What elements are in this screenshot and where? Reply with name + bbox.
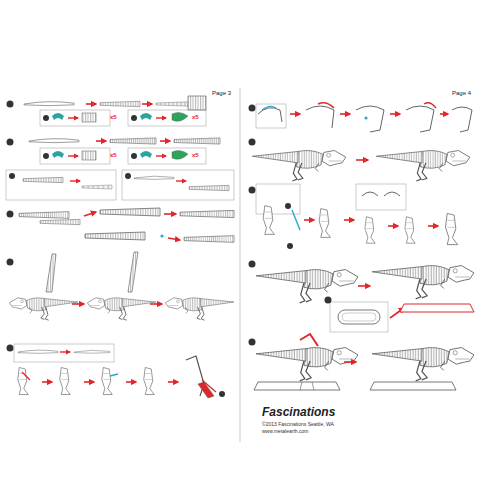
- quantity-mark: x5: [110, 114, 117, 121]
- quantity-mark: x5: [192, 114, 199, 121]
- brand-logo: Fascinations: [262, 406, 335, 419]
- page-number: Page 4: [452, 90, 471, 97]
- quantity-mark: x5: [110, 152, 117, 159]
- copyright-note: ©2013 Fascinations Seattle, WA: [262, 422, 334, 428]
- page-number: Page 3: [212, 90, 231, 97]
- website-url: www.metalearth.com: [262, 429, 308, 435]
- quantity-mark: x5: [192, 152, 199, 159]
